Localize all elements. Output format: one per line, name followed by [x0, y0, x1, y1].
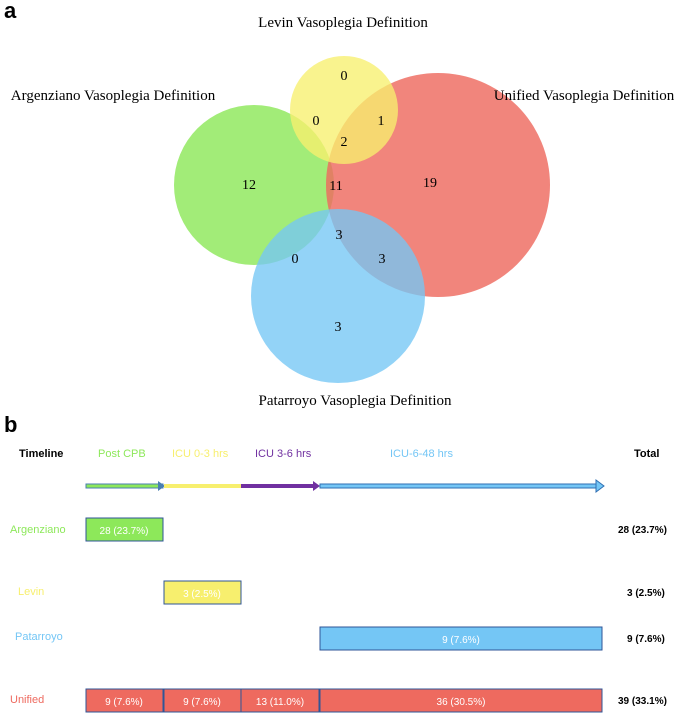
- region-argenziano-unified: 11: [329, 179, 342, 194]
- segment-post-cpb-arrowhead: [158, 481, 165, 491]
- timeline-label: Timeline: [19, 448, 63, 460]
- phase-icu-3-6: ICU 3-6 hrs: [255, 448, 312, 460]
- bar-unified-icu-6-48: [319, 688, 603, 713]
- region-argenziano-only: 12: [242, 178, 256, 193]
- venn-diagram: Levin Vasoplegia Definition Argenziano V…: [11, 15, 675, 409]
- patarroyo-circle: [251, 209, 425, 383]
- region-unified-only: 19: [423, 176, 437, 191]
- row-levin: 3 (2.5%): [163, 580, 242, 605]
- row-patarroyo: 9 (7.6%): [319, 626, 603, 651]
- timeline-arrow: [85, 479, 605, 493]
- panel-a-letter: a: [4, 0, 17, 23]
- row-label-argenziano: Argenziano: [10, 524, 66, 536]
- region-patarroyo-only: 3: [335, 320, 342, 335]
- levin-circle: [290, 56, 398, 164]
- segment-icu-6-48-arrowhead: [595, 479, 605, 493]
- row-argenziano: 28 (23.7%): [85, 517, 164, 542]
- bar-label-levin-icu-0-3: 3 (2.5%): [183, 589, 221, 600]
- region-argenziano-levin-unified: 2: [341, 135, 348, 150]
- row-label-unified: Unified: [10, 694, 44, 706]
- phase-icu-0-3: ICU 0-3 hrs: [172, 448, 229, 460]
- panel-b-letter: b: [4, 412, 18, 437]
- bar-patarroyo-icu-6-48: [319, 626, 603, 651]
- timeline-header: Timeline Post CPB ICU 0-3 hrs ICU 3-6 hr…: [19, 448, 659, 460]
- bar-label-unified-icu-6-48: 36 (30.5%): [437, 697, 486, 708]
- patarroyo-set-label: Patarroyo Vasoplegia Definition: [258, 393, 452, 409]
- bar-label-unified-icu-3-6: 13 (11.0%): [256, 697, 304, 708]
- region-argenziano-levin: 0: [313, 114, 320, 129]
- region-levin-unified: 1: [378, 114, 385, 129]
- row-unified: 9 (7.6%) 9 (7.6%) 13 (11.0%) 36 (30.5%): [85, 688, 603, 713]
- total-argenziano: 28 (23.7%): [618, 525, 667, 536]
- total-levin: 3 (2.5%): [627, 588, 665, 599]
- unified-set-label: Unified Vasoplegia Definition: [494, 88, 675, 104]
- bar-label-patarroyo-icu-6-48: 9 (7.6%): [442, 635, 480, 646]
- region-unified-patarroyo: 3: [379, 252, 386, 267]
- bar-unified-post-cpb: [85, 688, 164, 713]
- bar-label-unified-post-cpb: 9 (7.6%): [105, 697, 143, 708]
- region-argenziano-unified-patarroyo: 3: [336, 228, 343, 243]
- total-patarroyo: 9 (7.6%): [627, 634, 665, 645]
- segment-icu-3-6-arrowhead: [313, 481, 320, 491]
- total-header: Total: [634, 448, 659, 460]
- bar-label-argenziano-post-cpb: 28 (23.7%): [100, 526, 149, 537]
- phase-post-cpb: Post CPB: [98, 448, 146, 460]
- bar-argenziano-post-cpb: [85, 517, 164, 542]
- segment-icu-6-48: [319, 483, 597, 489]
- phase-icu-6-48: ICU-6-48 hrs: [390, 448, 453, 460]
- segment-icu-3-6: [241, 484, 314, 488]
- region-argenziano-patarroyo: 0: [292, 252, 299, 267]
- bar-levin-icu-0-3: [163, 580, 242, 605]
- segment-icu-0-3: [164, 484, 241, 488]
- argenziano-set-label: Argenziano Vasoplegia Definition: [11, 88, 216, 104]
- row-label-patarroyo: Patarroyo: [15, 631, 63, 643]
- region-levin-only: 0: [341, 69, 348, 84]
- bar-unified-icu-3-6: [240, 688, 320, 713]
- levin-set-label: Levin Vasoplegia Definition: [258, 15, 428, 31]
- segment-post-cpb: [85, 483, 164, 489]
- row-label-levin: Levin: [18, 586, 44, 598]
- bar-label-unified-icu-0-3: 9 (7.6%): [183, 697, 221, 708]
- total-unified: 39 (33.1%): [618, 696, 667, 707]
